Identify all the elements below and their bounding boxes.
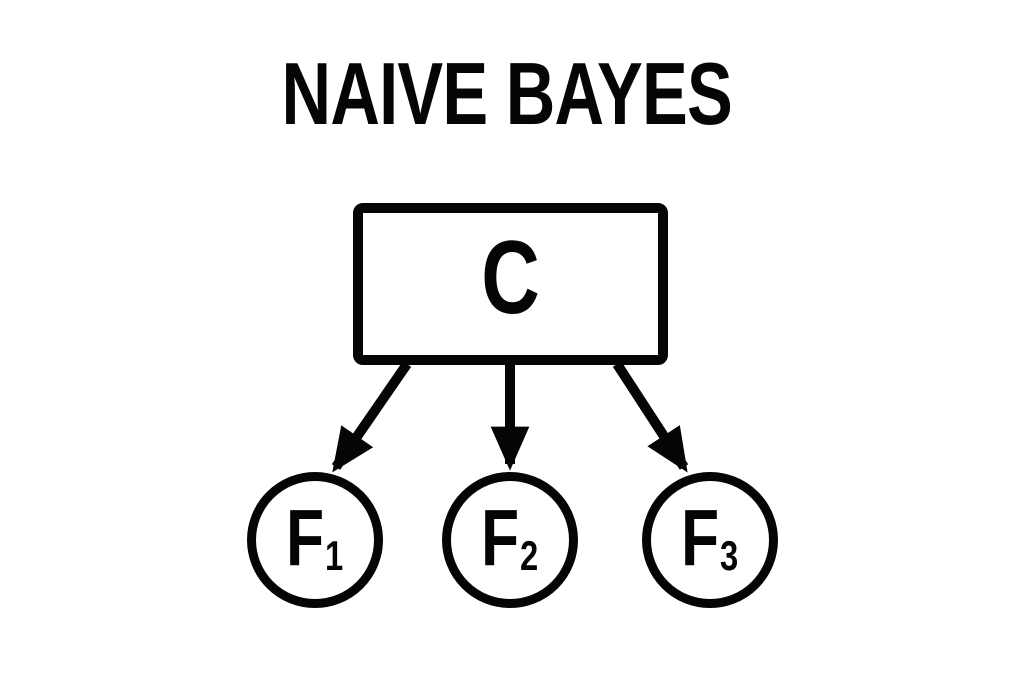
node-class-c: C (353, 203, 668, 365)
feature-f1-label: F1 (286, 498, 343, 578)
feature-f2-label: F2 (481, 498, 538, 578)
feature-f2-base: F (481, 493, 520, 582)
feature-f2-subscript: 2 (520, 532, 539, 580)
feature-f3-base: F (681, 493, 720, 582)
edge-c-f1 (331, 361, 412, 473)
feature-f3-label: F3 (681, 498, 738, 578)
edge-c-f3 (612, 361, 689, 473)
feature-f3-subscript: 3 (720, 532, 739, 580)
feature-f1-subscript: 1 (325, 532, 344, 580)
diagram-title: NAIVE BAYES (0, 44, 1014, 143)
feature-f1-base: F (286, 493, 325, 582)
node-feature-f2: F2 (442, 472, 578, 608)
node-feature-f3: F3 (642, 472, 778, 608)
diagram-title-text: NAIVE BAYES (281, 44, 733, 143)
node-feature-f1: F1 (247, 472, 383, 608)
class-node-label: C (481, 220, 540, 336)
